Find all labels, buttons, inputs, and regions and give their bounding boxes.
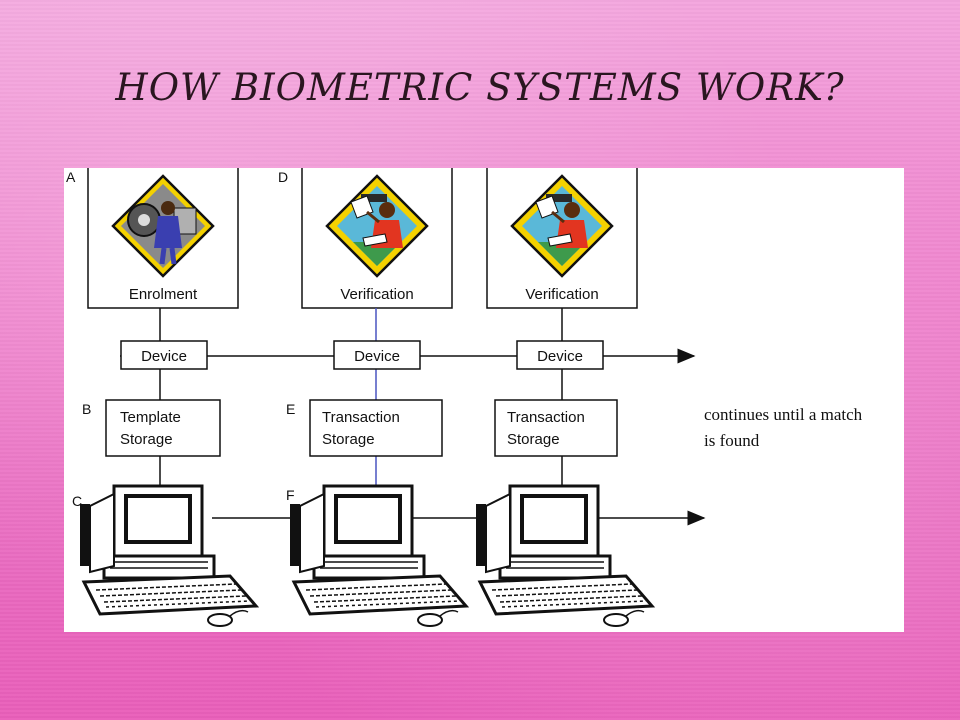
computer-icon-3 bbox=[474, 484, 654, 628]
storage-label-line1: Template bbox=[120, 409, 181, 426]
letter-c: C bbox=[72, 493, 82, 509]
device-box-3: Device bbox=[516, 340, 604, 370]
stage-box-enrolment: Enrolment bbox=[87, 168, 239, 309]
enrolment-icon bbox=[111, 174, 215, 278]
device-box-1: Device bbox=[120, 340, 208, 370]
letter-e: E bbox=[286, 401, 295, 417]
continue-note-line2: is found bbox=[704, 431, 760, 450]
letter-a: A bbox=[66, 169, 76, 185]
stage-label-verification-2: Verification bbox=[525, 286, 598, 303]
device-label-1: Device bbox=[141, 348, 187, 365]
diagram-panel: Enrolment Verification Verification A D … bbox=[64, 168, 904, 632]
storage-label-line1: Transaction bbox=[507, 409, 585, 426]
device-label-2: Device bbox=[354, 348, 400, 365]
stage-box-verification-2: Verification bbox=[486, 168, 638, 309]
transaction-storage-box-2: Transaction Storage bbox=[494, 399, 618, 457]
storage-label-line2: Storage bbox=[507, 431, 560, 448]
letter-f: F bbox=[286, 487, 295, 503]
letter-d: D bbox=[278, 169, 288, 185]
stage-box-verification-1: Verification bbox=[301, 168, 453, 309]
continue-note-line1: continues until a match bbox=[704, 405, 863, 424]
letter-b: B bbox=[82, 401, 91, 417]
storage-label-line1: Transaction bbox=[322, 409, 400, 426]
computer-icon-1 bbox=[78, 484, 258, 628]
template-storage-box: Template Storage bbox=[105, 399, 221, 457]
computer-icon-2 bbox=[288, 484, 468, 628]
stage-label-verification-1: Verification bbox=[340, 286, 413, 303]
biometric-flow-diagram: Enrolment Verification Verification A D … bbox=[66, 168, 863, 628]
transaction-storage-box-1: Transaction Storage bbox=[309, 399, 443, 457]
storage-label-line2: Storage bbox=[322, 431, 375, 448]
slide-title: HOW BIOMETRIC SYSTEMS WORK? bbox=[115, 66, 845, 109]
device-box-2: Device bbox=[333, 340, 421, 370]
storage-label-line2: Storage bbox=[120, 431, 173, 448]
stage-label-enrolment: Enrolment bbox=[129, 286, 198, 303]
device-label-3: Device bbox=[537, 348, 583, 365]
